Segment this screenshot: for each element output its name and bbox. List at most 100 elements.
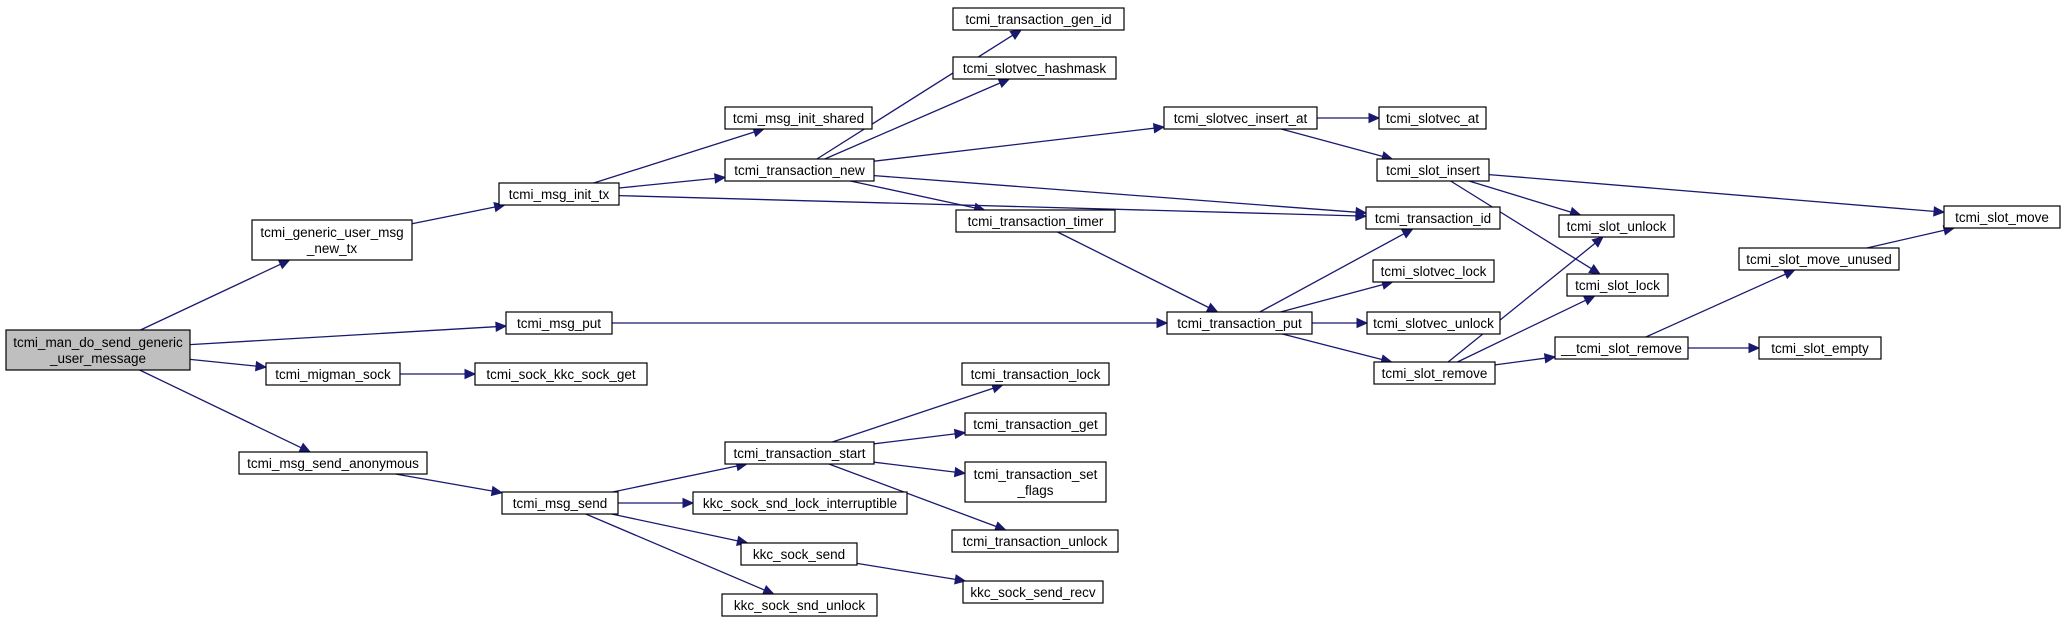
- node-box: [1554, 336, 1689, 360]
- call-edge-trans_start-to-set_flags: [873, 461, 967, 478]
- edge-arrowhead: [1156, 317, 1169, 329]
- node-label: tcmi_transaction_set: [974, 467, 1098, 482]
- edge-line: [873, 127, 1155, 162]
- call-edges: [139, 29, 1956, 595]
- function-node-gen-id[interactable]: tcmi_transaction_gen_id: [952, 7, 1125, 31]
- node-box: [5, 329, 191, 371]
- function-node-set-flags[interactable]: tcmi_transaction_set_flags: [964, 461, 1107, 503]
- node-box: [1943, 205, 2061, 229]
- edge-line: [1281, 128, 1383, 158]
- function-node-kkc-send[interactable]: kkc_sock_send: [740, 542, 858, 566]
- function-node-trans-timer[interactable]: tcmi_transaction_timer: [955, 209, 1116, 233]
- call-edge-root-to-migman: [189, 358, 268, 372]
- node-label: kkc_sock_send_recv: [970, 585, 1096, 600]
- function-node-init-shared[interactable]: tcmi_msg_init_shared: [724, 106, 873, 130]
- call-edge-trans_put-to-sv_unlock: [1312, 317, 1369, 329]
- function-node-sock-kkc[interactable]: tcmi_sock_kkc_sock_get: [474, 362, 648, 386]
- call-edge-trans_new-to-gen_id: [816, 29, 1023, 160]
- node-label: tcmi_msg_init_tx: [509, 187, 610, 202]
- function-node-trans-get[interactable]: tcmi_transaction_get: [964, 412, 1107, 436]
- edge-arrowhead: [1356, 317, 1369, 329]
- function-node-move-unused[interactable]: tcmi_slot_move_unused: [1738, 247, 1900, 271]
- function-node-msg-send[interactable]: tcmi_msg_send: [501, 491, 619, 515]
- edge-line: [856, 562, 956, 581]
- function-node-root[interactable]: tcmi_man_do_send_generic_user_message: [5, 329, 191, 371]
- function-node-trans-new[interactable]: tcmi_transaction_new: [724, 158, 875, 182]
- edge-arrowhead: [1591, 236, 1604, 248]
- node-box: [474, 362, 648, 386]
- edge-line: [395, 473, 493, 492]
- node-box: [505, 311, 613, 335]
- call-edge-move_unused-to-slot_move: [1866, 225, 1956, 249]
- call-edge-trans_timer-to-trans_put: [1057, 231, 1219, 313]
- edge-line: [873, 174, 1357, 213]
- edge-line: [585, 513, 765, 591]
- function-node-trans-unlock[interactable]: tcmi_transaction_unlock: [951, 529, 1119, 553]
- node-box: [1166, 311, 1313, 335]
- call-edge-trans_new-to-trans_timer: [850, 180, 986, 213]
- function-node-trans-put[interactable]: tcmi_transaction_put: [1166, 311, 1313, 335]
- function-node-trans-start[interactable]: tcmi_transaction_start: [724, 441, 875, 465]
- node-box: [265, 362, 401, 386]
- call-edge-msg_send-to-kkc_send: [611, 513, 749, 546]
- function-node-slot-move[interactable]: tcmi_slot_move: [1943, 205, 2061, 229]
- node-label: tcmi_slot_move: [1955, 210, 2049, 225]
- node-box: [1365, 206, 1501, 230]
- function-node-sv-lock[interactable]: tcmi_slotvec_lock: [1372, 259, 1495, 283]
- call-edge-send_anon-to-msg_send: [395, 473, 504, 497]
- call-edge-root-to-msg_put: [189, 321, 508, 346]
- edge-arrowhead: [255, 360, 268, 372]
- function-node-snd-unlock[interactable]: kkc_sock_snd_unlock: [721, 593, 878, 617]
- function-node-slot-unlock[interactable]: tcmi_slot_unlock: [1558, 214, 1675, 238]
- edge-line: [593, 131, 755, 184]
- function-node-slot-empty[interactable]: tcmi_slot_empty: [1758, 336, 1882, 360]
- node-box: [964, 412, 1107, 436]
- edge-line: [1468, 180, 1572, 213]
- function-node-slot-insert[interactable]: tcmi_slot_insert: [1376, 158, 1490, 182]
- function-node-slotvec-at[interactable]: tcmi_slotvec_at: [1378, 106, 1487, 130]
- edge-arrowhead: [495, 321, 508, 333]
- call-edge-slot_remove-to-slot_unlock: [1447, 236, 1604, 363]
- function-node-snd-lock[interactable]: kkc_sock_snd_lock_interruptible: [692, 491, 908, 515]
- function-node-hashmask[interactable]: tcmi_slotvec_hashmask: [952, 56, 1117, 80]
- node-box: [1372, 259, 1495, 283]
- call-edge-migman-to-sock_kkc: [400, 368, 477, 380]
- function-node-slot-remove[interactable]: tcmi_slot_remove: [1373, 361, 1496, 385]
- function-node-trans-id[interactable]: tcmi_transaction_id: [1365, 206, 1501, 230]
- function-node-insert-at[interactable]: tcmi_slotvec_insert_at: [1163, 106, 1318, 130]
- node-box: [692, 491, 908, 515]
- edge-arrowhead: [277, 259, 291, 270]
- edge-arrowhead: [953, 466, 967, 478]
- edge-line: [1645, 273, 1786, 338]
- node-label: tcmi_slot_unlock: [1567, 219, 1667, 234]
- node-box: [1163, 106, 1318, 130]
- edge-arrowhead: [997, 78, 1011, 89]
- node-label: _user_message: [49, 351, 146, 366]
- function-node-send-recv[interactable]: kkc_sock_send_recv: [962, 580, 1104, 604]
- edge-line: [1057, 231, 1209, 309]
- function-node-sv-unlock[interactable]: tcmi_slotvec_unlock: [1366, 311, 1501, 335]
- function-node-migman[interactable]: tcmi_migman_sock: [265, 362, 401, 386]
- function-node-init-tx[interactable]: tcmi_msg_init_tx: [498, 182, 620, 206]
- function-node-gen-user[interactable]: tcmi_generic_user_msg_new_tx: [251, 219, 413, 261]
- function-node-slot-lock[interactable]: tcmi_slot_lock: [1566, 273, 1669, 297]
- call-edge-root-to-gen_user: [140, 259, 291, 331]
- node-label: tcmi_transaction_lock: [971, 367, 1101, 382]
- edge-arrowhead: [953, 428, 967, 440]
- node-label: __tcmi_slot_remove: [1560, 341, 1682, 356]
- node-box: [501, 491, 619, 515]
- node-label: tcmi_slot_lock: [1575, 278, 1660, 293]
- node-box: [1758, 336, 1882, 360]
- node-label: kkc_sock_send: [753, 547, 845, 562]
- edge-line: [1447, 242, 1596, 363]
- node-label: tcmi_slotvec_unlock: [1373, 316, 1494, 331]
- node-box: [951, 529, 1119, 553]
- edge-arrowhead: [1152, 122, 1166, 134]
- function-node-send-anon[interactable]: tcmi_msg_send_anonymous: [238, 451, 428, 475]
- function-node-msg-put[interactable]: tcmi_msg_put: [505, 311, 613, 335]
- function-node-slot-remove[interactable]: __tcmi_slot_remove: [1554, 336, 1689, 360]
- node-label: tcmi_slot_insert: [1386, 163, 1480, 178]
- node-label: tcmi_slotvec_hashmask: [963, 61, 1107, 76]
- function-node-trans-lock[interactable]: tcmi_transaction_lock: [961, 362, 1110, 386]
